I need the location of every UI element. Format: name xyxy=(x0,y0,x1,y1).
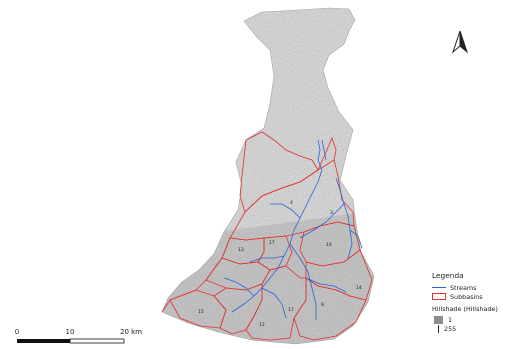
subbasin-label: 15 xyxy=(198,309,204,315)
subbasin-label: 4 xyxy=(290,200,293,206)
stream-line-swatch xyxy=(432,287,446,288)
stream-line xyxy=(299,203,345,239)
legend-hillshade-max-label: 255 xyxy=(444,324,457,333)
subbasin-outline xyxy=(317,136,337,171)
legend-label-subbasins: Subbasins xyxy=(450,292,483,301)
stream-line xyxy=(261,287,287,319)
subbasin-outline xyxy=(161,237,231,313)
legend-title: Legenda xyxy=(432,271,464,280)
legend-hillshade-min: 1 xyxy=(432,315,510,324)
stream-line xyxy=(305,277,347,293)
subbasin-outline xyxy=(239,131,319,213)
scale-segment xyxy=(69,338,125,344)
subbasin-label: 3 xyxy=(330,210,333,216)
subbasin-labels: 4 3 13 17 16 14 15 12 9 17 xyxy=(198,200,362,328)
subbasin-label: 17 xyxy=(269,240,275,246)
stream-line xyxy=(270,203,301,219)
subbasin-label: 17 xyxy=(288,307,294,313)
legend-hillshade-min-label: 1 xyxy=(448,315,453,324)
subbasin-label: 14 xyxy=(356,285,362,291)
legend-item-subbasins: Subbasins xyxy=(432,292,510,301)
scale-label: 0 xyxy=(15,328,19,336)
legend-hillshade-title: Hillshade (Hillshade) xyxy=(432,305,498,313)
scale-label: 20 km xyxy=(120,328,142,336)
subbasin-outline xyxy=(245,265,307,341)
north-arrow-icon xyxy=(451,30,469,54)
subbasin-outline-swatch xyxy=(432,293,446,300)
hillshade-tick xyxy=(438,324,439,333)
stream-line xyxy=(321,139,327,161)
subbasin-outline xyxy=(293,277,367,341)
map-legend: Legenda Streams Subbasins Hillshade (Hil… xyxy=(432,271,510,333)
legend-item-streams: Streams xyxy=(432,283,510,292)
stream-line xyxy=(223,277,255,297)
subbasin-label: 13 xyxy=(238,247,244,253)
scale-segment xyxy=(17,339,70,343)
hillshade-swatch xyxy=(434,315,443,324)
streams-layer xyxy=(223,139,363,320)
stream-line xyxy=(349,229,363,249)
scale-label: 10 xyxy=(66,328,75,336)
subbasins-layer xyxy=(161,131,373,341)
legend-hillshade-max: 255 xyxy=(432,324,510,333)
legend-label-streams: Streams xyxy=(450,283,477,292)
subbasin-label: 9 xyxy=(321,302,324,308)
subbasin-label: 16 xyxy=(326,242,332,248)
stream-line xyxy=(335,177,353,259)
stream-line xyxy=(231,139,323,313)
stream-line xyxy=(249,255,285,263)
subbasin-label: 12 xyxy=(259,322,265,328)
scale-bar: 0 10 20 km xyxy=(15,328,142,344)
